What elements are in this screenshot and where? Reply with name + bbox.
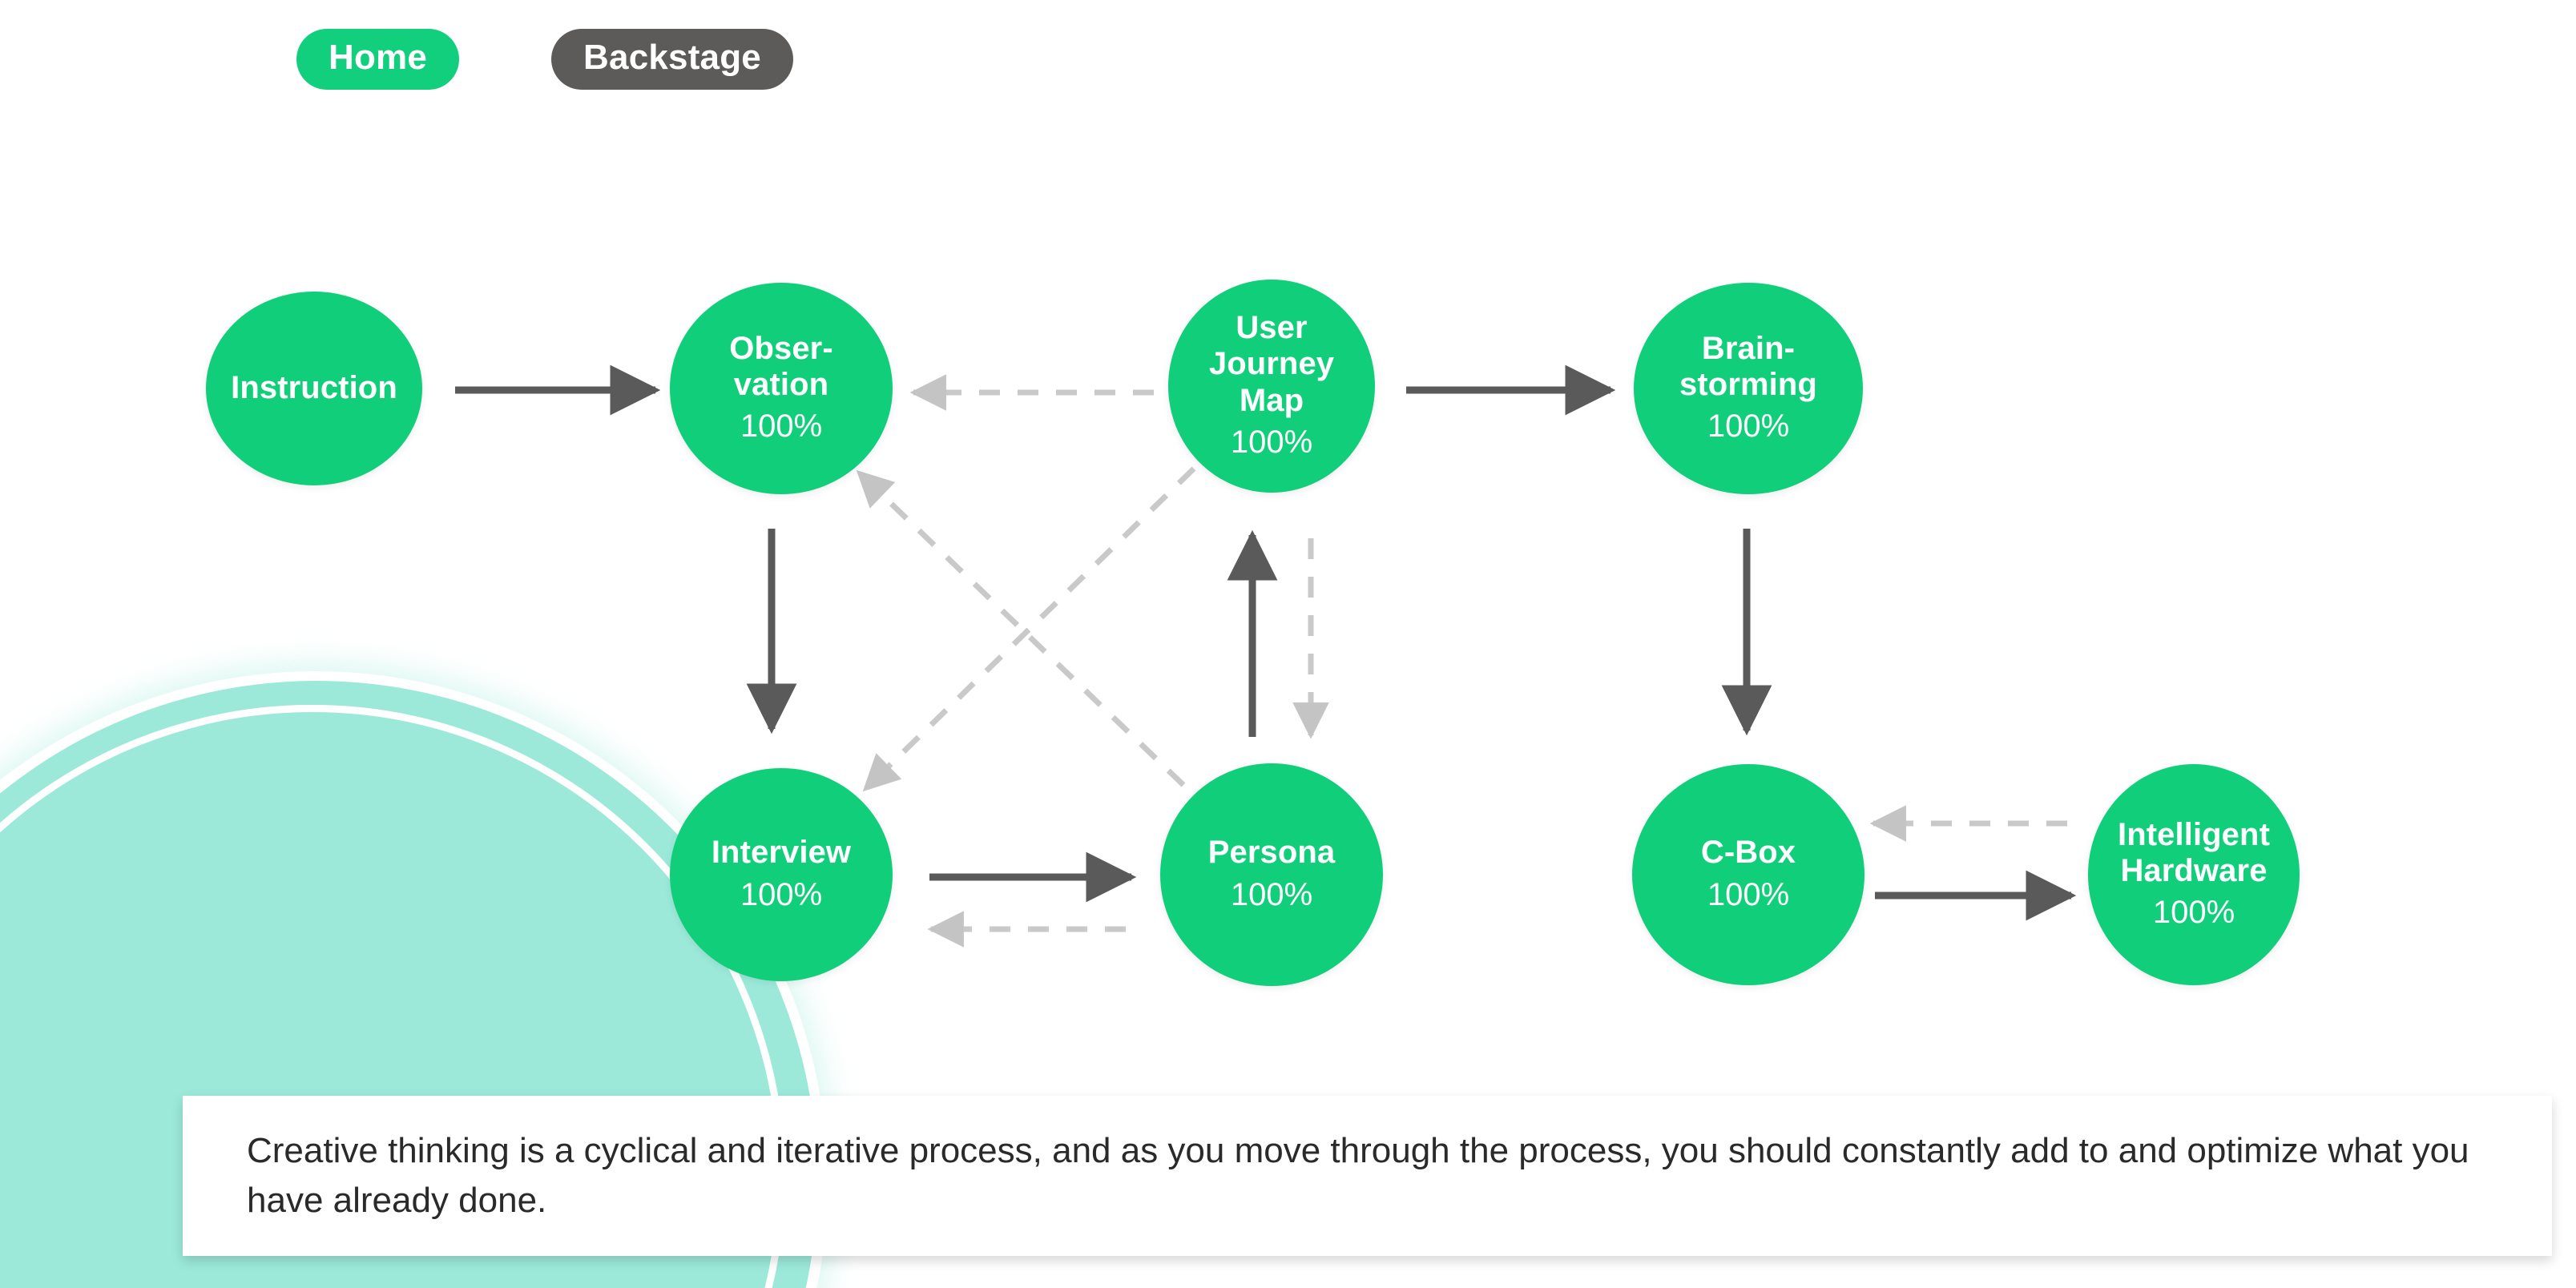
node-c-box[interactable]: C-Box 100% [1632,764,1864,985]
node-intelligent-hardware-percent: 100% [2152,895,2235,931]
node-interview-label: Interview [711,835,852,871]
node-intelligent-hardware[interactable]: Intelligent Hardware 100% [2088,764,2300,985]
node-brainstorming[interactable]: Brain- storming 100% [1634,283,1863,494]
node-observation-percent: 100% [740,409,823,445]
node-observation[interactable]: Obser- vation 100% [670,283,893,494]
node-brainstorming-label: Brain- storming [1679,330,1817,402]
edge-user-journey-map-to-interview [862,466,1196,792]
node-intelligent-hardware-label: Intelligent Hardware [2118,816,2270,888]
node-instruction-label: Instruction [231,370,397,406]
node-instruction[interactable]: Instruction [206,292,422,485]
nav-tab-home[interactable]: Home [296,29,460,90]
node-user-journey-map[interactable]: User Journey Map 100% [1168,280,1375,493]
node-persona[interactable]: Persona 100% [1160,763,1383,986]
node-user-journey-map-percent: 100% [1230,424,1313,460]
edge-persona-to-observation [856,469,1186,787]
node-user-journey-map-label: User Journey Map [1208,310,1335,418]
node-c-box-percent: 100% [1707,876,1790,912]
node-persona-percent: 100% [1230,876,1313,912]
node-c-box-label: C-Box [1700,835,1796,871]
top-navigation: Home Backstage [296,29,793,90]
node-brainstorming-percent: 100% [1707,409,1790,445]
nav-tab-backstage[interactable]: Backstage [551,29,793,90]
caption-text: Creative thinking is a cyclical and iter… [247,1131,2469,1221]
node-observation-label: Obser- vation [729,330,833,402]
node-interview-percent: 100% [740,876,823,912]
node-interview[interactable]: Interview 100% [670,768,893,981]
node-persona-label: Persona [1207,835,1336,871]
caption-card: Creative thinking is a cyclical and iter… [183,1096,2552,1256]
